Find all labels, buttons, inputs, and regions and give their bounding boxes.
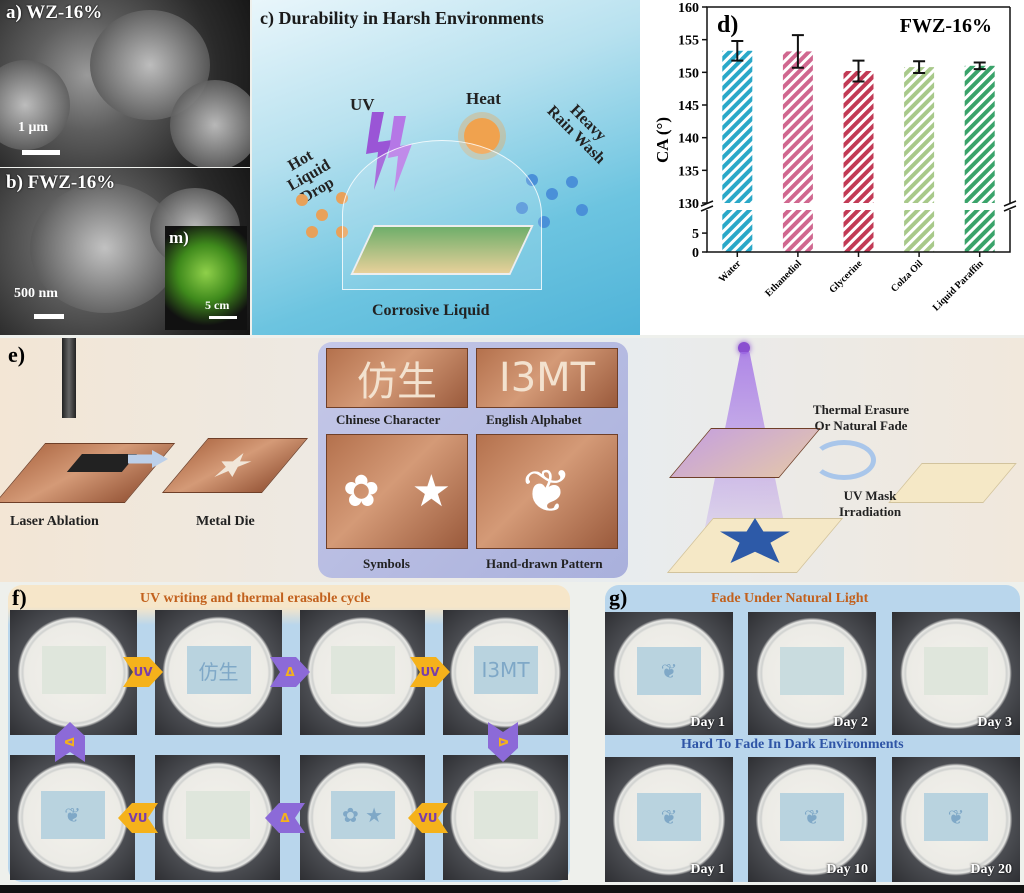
heat-label: Heat <box>466 89 501 108</box>
hand-drawn-label: Hand-drawn Pattern <box>486 556 603 571</box>
bar-lower-ethanediol <box>782 210 813 252</box>
y-tick-label: 145 <box>678 99 699 114</box>
english-die: I3MT <box>476 348 618 408</box>
error-bar <box>791 34 804 69</box>
laser-ablation-label: Laser Ablation <box>10 514 99 529</box>
photo-blank-4 <box>443 755 568 880</box>
bar-upper-water <box>722 50 753 204</box>
thermal-erasure-label: Thermal Erasure Or Natural Fade <box>812 402 910 433</box>
y-tick-label: 160 <box>678 1 699 16</box>
inset-scale-bar <box>209 316 237 319</box>
error-bar <box>913 60 926 74</box>
bar-lower-glycerine <box>843 210 874 252</box>
arrow-right-icon <box>128 450 168 468</box>
uv-label: UV <box>350 95 375 114</box>
inset-photo: m) 5 cm <box>165 226 247 330</box>
erased-plate <box>888 463 1017 503</box>
symbols-label: Symbols <box>363 556 410 571</box>
photo-dark-day20: ❦Day 20 <box>892 757 1020 882</box>
scale-bar <box>34 314 64 319</box>
panel-b-label: b) FWZ-16% <box>6 172 116 193</box>
uv-write-erase-panel: f) UV writing and thermal erasable cycle… <box>8 585 570 882</box>
panel-a-label: a) WZ-16% <box>6 2 103 23</box>
y-tick-label: 0 <box>692 246 699 261</box>
uv-lamp-icon <box>738 342 750 354</box>
y-tick-label: 135 <box>678 164 699 179</box>
fabrication-schematic: e) Laser Ablation Metal Die 仿生 Chinese C… <box>0 338 1024 582</box>
laser-plate <box>0 443 176 503</box>
scale-bar <box>22 150 60 155</box>
metal-die-label: Metal Die <box>196 514 255 529</box>
panel-g-label: g) <box>609 585 628 610</box>
photo-natural-day1: ❦Day 1 <box>605 612 733 735</box>
chinese-die: 仿生 <box>326 348 468 408</box>
photo-dark-day10: ❦Day 10 <box>748 757 876 882</box>
bar-upper-colza-oil <box>904 67 935 204</box>
fade-natural-title: Fade Under Natural Light <box>711 591 869 606</box>
inset-scale-label: 5 cm <box>205 298 230 312</box>
bar-lower-colza-oil <box>904 210 935 252</box>
chart-title: FWZ-16% <box>900 15 992 37</box>
panel-c-title: c) Durability in Harsh Environments <box>260 8 544 28</box>
mask-plate <box>669 428 821 478</box>
sem-image-fwz16: b) FWZ-16% 500 nm m) 5 cm <box>0 168 250 335</box>
error-bar <box>731 39 744 62</box>
bottom-border <box>0 885 1024 893</box>
photo-blank-1 <box>10 610 137 735</box>
photo-blank-3 <box>155 755 280 880</box>
photo-blank-2 <box>300 610 425 735</box>
metal-die-plate <box>161 438 309 493</box>
photo-leaf: ❦ <box>10 755 135 880</box>
uv-mask-label: UV Mask Irradiation <box>838 488 902 519</box>
bar-upper-liquid-paraffin <box>964 65 995 203</box>
rain-label: Heavy Rain Wash <box>543 101 610 168</box>
durability-illustration: c) Durability in Harsh Environments UV H… <box>252 0 640 335</box>
x-tick-label: Ethanediol <box>763 258 804 299</box>
x-tick-label: Water <box>717 258 744 285</box>
y-tick-label: 140 <box>678 132 699 147</box>
scale-label: 1 μm <box>18 120 49 135</box>
error-bar <box>852 59 865 83</box>
sem-image-wz16: a) WZ-16% 1 μm <box>0 0 250 167</box>
photo-natural-day3: Day 3 <box>892 612 1020 735</box>
bar-lower-liquid-paraffin <box>964 210 995 252</box>
bar-upper-glycerine <box>843 71 874 203</box>
panel-e-label: e) <box>8 342 26 367</box>
photo-dark-day1: ❦Day 1 <box>605 757 733 882</box>
photo-chinese: 仿生 <box>155 610 282 735</box>
y-tick-label: 130 <box>678 197 699 212</box>
inset-label: m) <box>169 228 189 247</box>
dark-env-title: Hard To Fade In Dark Environments <box>681 737 904 752</box>
y-tick-label: 150 <box>678 66 699 81</box>
die-examples-panel: 仿生 Chinese Character I3MT English Alphab… <box>318 342 628 578</box>
fading-panel: g) Fade Under Natural Light Hard To Fade… <box>605 585 1020 882</box>
axis-break-gap <box>707 203 1010 210</box>
cycle-arrows-icon <box>812 440 876 480</box>
chinese-character-label: Chinese Character <box>336 412 441 427</box>
bar-upper-ethanediol <box>782 51 813 203</box>
corrosive-label: Corrosive Liquid <box>372 302 490 319</box>
laser-pen-icon <box>62 338 76 418</box>
error-bar <box>973 61 986 71</box>
y-tick-label: 155 <box>678 34 699 49</box>
y-axis-label: CA (°) <box>653 117 672 163</box>
x-tick-label: Liquid Paraffin <box>931 258 986 313</box>
panel-d-label: d) <box>717 12 738 38</box>
x-tick-label: Glycerine <box>827 258 865 296</box>
photo-english: I3MT <box>443 610 568 735</box>
photo-natural-day2: Day 2 <box>748 612 876 735</box>
coated-substrate <box>350 225 534 275</box>
hand-drawn-die: ❦ <box>476 434 618 549</box>
y-tick-label: 5 <box>692 227 699 242</box>
panel-f-label: f) <box>12 585 27 610</box>
panel-f-title: UV writing and thermal erasable cycle <box>140 591 371 606</box>
bar-lower-water <box>722 210 753 252</box>
symbols-die: ✿★ <box>326 434 468 549</box>
english-alphabet-label: English Alphabet <box>486 412 582 427</box>
photo-symbols: ✿ ★ <box>300 755 425 880</box>
x-tick-label: Colza Oil <box>889 258 925 294</box>
scale-label: 500 nm <box>14 286 58 301</box>
